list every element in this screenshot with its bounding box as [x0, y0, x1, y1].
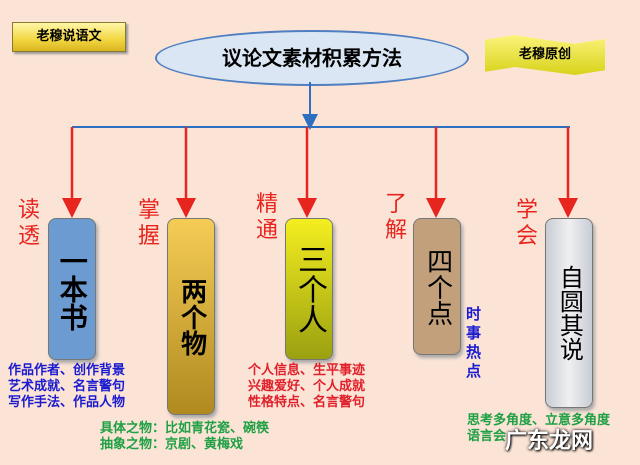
note-line: 作品作者、创作背景 — [8, 363, 126, 378]
watermark: 广东龙网 — [505, 429, 594, 454]
note-line: 写作手法、作品人物 — [8, 395, 126, 410]
verb-label: 了解 — [385, 192, 408, 244]
note-line: 时事热点 — [466, 305, 482, 380]
verb-label: 掌握 — [138, 198, 161, 250]
note-line: 性格特点、名言警句 — [248, 395, 366, 410]
box-label: 自圆其说 — [555, 265, 584, 361]
note-line: 语言会 — [467, 429, 507, 444]
note-line: 抽象之物：京剧、黄梅戏 — [100, 437, 244, 452]
verb-label: 学会 — [516, 198, 539, 250]
box-two-things: 两个物 — [167, 218, 215, 415]
box-three-people: 三个人 — [285, 218, 333, 360]
verb-label: 精通 — [256, 192, 279, 244]
note-line: 艺术成就、名言警句 — [8, 379, 126, 394]
box-four-points: 四个点 — [413, 218, 461, 355]
verb-label: 读透 — [18, 198, 41, 250]
box-self-consistent: 自圆其说 — [545, 218, 593, 408]
author-tag: 老穆说语文 — [12, 22, 126, 52]
box-label: 一本书 — [55, 247, 89, 331]
notes-points: 时事热点 — [466, 305, 482, 381]
box-label: 四个点 — [422, 247, 453, 326]
note-line: 个人信息、生平事迹 — [248, 363, 366, 378]
diagram-title: 议论文素材积累方法 — [155, 30, 469, 86]
notes-argue: 思考多角度、立意多角度 语言会 — [467, 413, 610, 445]
note-line: 兴趣爱好、个人成就 — [248, 379, 366, 394]
box-label: 两个物 — [176, 277, 207, 356]
notes-people: 个人信息、生平事迹 兴趣爱好、个人成就 性格特点、名言警句 — [248, 363, 365, 411]
box-label: 三个人 — [292, 244, 327, 334]
note-line: 思考多角度、立意多角度 — [467, 413, 611, 428]
notes-things: 具体之物：比如青花瓷、碗筷 抽象之物：京剧、黄梅戏 — [100, 421, 269, 453]
notes-book: 作品作者、创作背景 艺术成就、名言警句 写作手法、作品人物 — [8, 363, 125, 411]
note-line: 具体之物：比如青花瓷、碗筷 — [100, 421, 270, 436]
box-one-book: 一本书 — [48, 218, 96, 360]
